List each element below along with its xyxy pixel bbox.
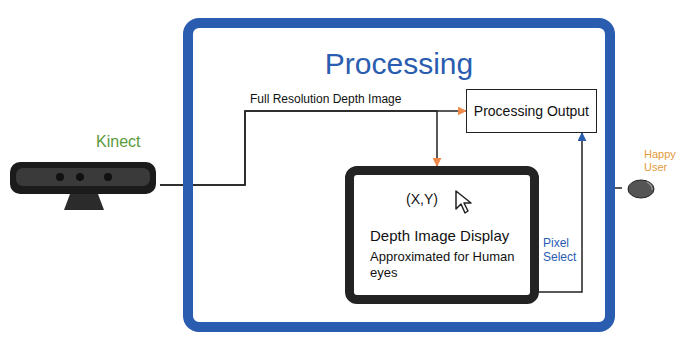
mouse-button — [647, 182, 652, 190]
display-note: Approximated for Human eyes — [370, 249, 520, 280]
frame-title: Processing — [193, 46, 605, 82]
connector — [615, 187, 622, 189]
display-screen: (X,Y) Depth Image DisplayApproximated for… — [345, 166, 539, 304]
mouse-illustration — [626, 177, 656, 201]
process-box: Processing Output — [466, 89, 597, 133]
display-title: Depth Image Display — [370, 227, 509, 245]
cursor-icon — [454, 189, 476, 215]
coordinate-label: (X,Y) — [406, 191, 438, 208]
kinect-lens — [76, 173, 84, 181]
kinect-face — [16, 168, 150, 186]
kinect-lens — [104, 173, 112, 181]
box-label: Processing Output — [474, 103, 589, 119]
mouse-body — [628, 180, 654, 198]
kinect-stand — [64, 194, 104, 210]
processing-frame: ProcessingProcessing Output (X,Y) Depth Im… — [183, 18, 615, 332]
connector — [539, 133, 582, 292]
user-label: Happy User — [644, 148, 684, 174]
user-mouse: Happy User — [622, 148, 684, 208]
kinect-lens — [56, 173, 64, 181]
cursor-arrow — [456, 191, 471, 213]
kinect-device: Kinect — [8, 132, 160, 216]
signal-label: Full Resolution Depth Image — [250, 92, 401, 106]
signal-label: Pixel Select — [543, 236, 579, 265]
kinect-body — [10, 162, 156, 194]
device-label: Kinect — [96, 132, 140, 151]
